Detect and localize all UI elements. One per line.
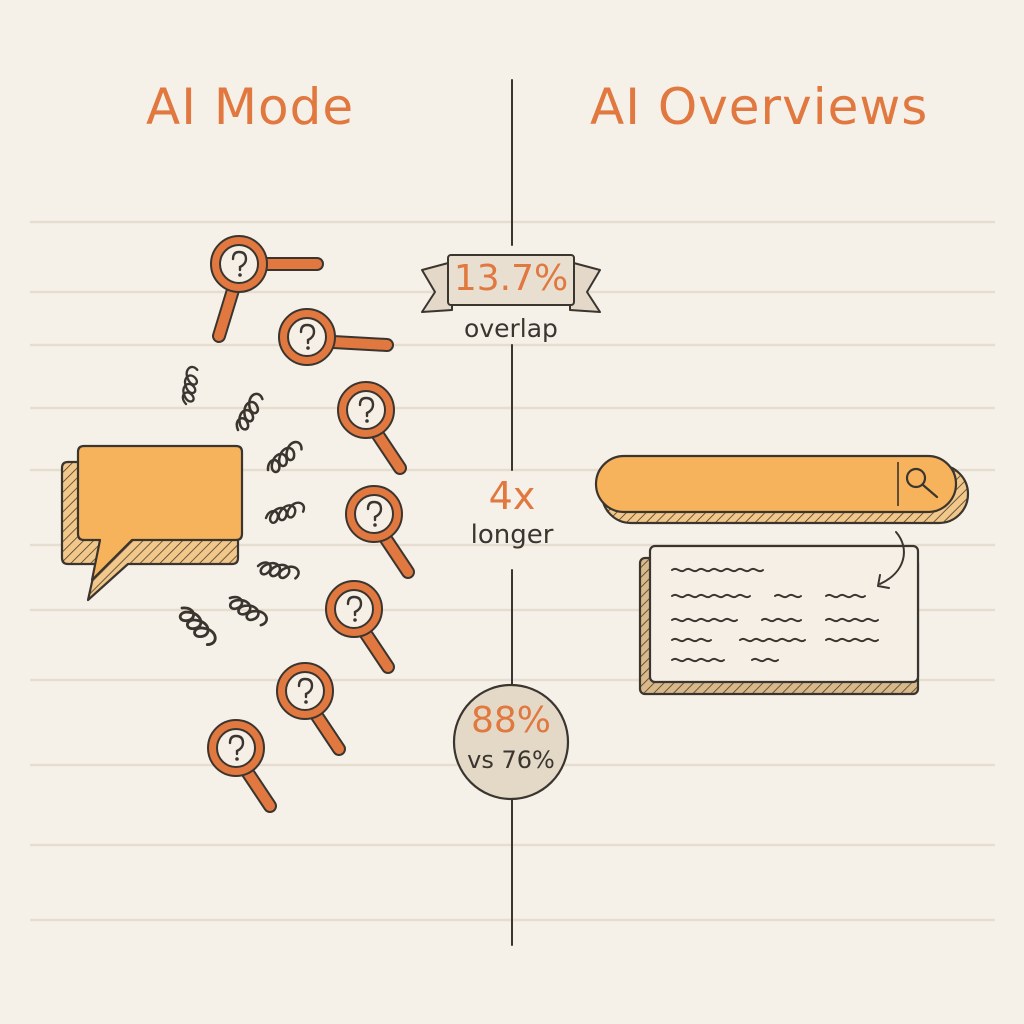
ribbon-badge-icon: [421, 254, 601, 313]
magnifier-question-icon: [210, 235, 324, 343]
length-label: longer: [470, 520, 554, 550]
speech-bubble-icon: [60, 444, 244, 602]
arrow-icon: [877, 531, 905, 589]
magnifier-question-icon: [326, 581, 388, 667]
title-ai-mode: AI Mode: [146, 78, 355, 136]
document-icon: [638, 544, 920, 696]
title-ai-overviews: AI Overviews: [590, 78, 929, 136]
magnifier-question-icon: [338, 382, 400, 468]
comparison-label: vs 76%: [467, 746, 555, 774]
magnifier-question-icon: [278, 308, 394, 366]
overlap-value: 13.7%: [453, 258, 569, 299]
stat-circle-icon: [452, 683, 570, 801]
magnifier-icon: [905, 467, 939, 499]
magnifier-question-icon: [277, 663, 339, 749]
search-bar-icon: [594, 454, 970, 525]
comparison-value: 88%: [470, 700, 551, 741]
magnifier-question-icon: [208, 720, 270, 806]
overlap-label: overlap: [464, 314, 558, 343]
length-value: 4x: [488, 474, 536, 518]
magnifier-question-icon: [346, 486, 408, 572]
